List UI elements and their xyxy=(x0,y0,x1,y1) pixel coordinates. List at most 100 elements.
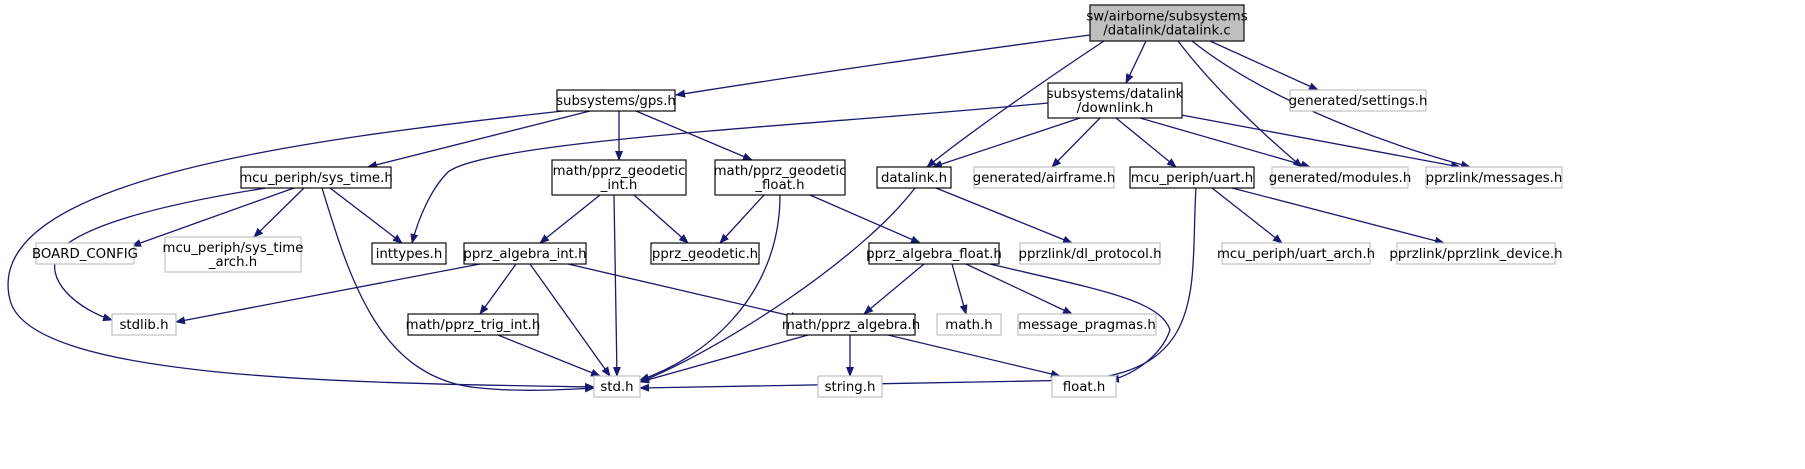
node-label: math.h xyxy=(945,318,992,333)
node-label: generated/settings.h xyxy=(1289,94,1428,109)
node-gps_h[interactable]: subsystems/gps.h xyxy=(556,89,676,112)
edge-geodetic_int_h-to-pprz_geodetic_h xyxy=(633,194,689,244)
node-box xyxy=(240,166,392,189)
node-label: pprz_algebra_int.h xyxy=(463,247,586,262)
node-datalink_h[interactable]: datalink.h xyxy=(876,166,952,189)
node-std_h: std.h xyxy=(593,375,641,398)
edge-uart_h-to-uart_arch_h xyxy=(1211,187,1283,244)
edge-downlink_h-to-uart_h xyxy=(1115,117,1177,168)
node-box xyxy=(1396,242,1556,265)
edge-pprz_algebra_h-to-std_h xyxy=(639,334,809,384)
node-pprzlink_device_h: pprzlink/pprzlink_device.h xyxy=(1389,242,1563,265)
node-label: math/pprz_geodetic xyxy=(714,164,847,179)
node-label: datalink.h xyxy=(881,171,947,186)
edge-algebra_int_h-to-pprz_algebra_h xyxy=(567,263,801,320)
node-box xyxy=(551,159,687,196)
node-geodetic_int_h[interactable]: math/pprz_geodetic_int.h xyxy=(551,159,687,196)
node-downlink_h[interactable]: subsystems/datalink/downlink.h xyxy=(1047,82,1184,119)
edge-downlink_h-to-messages_h xyxy=(1175,113,1461,170)
node-label: inttypes.h xyxy=(376,247,443,262)
node-box xyxy=(936,313,1002,336)
node-box xyxy=(1047,82,1183,119)
node-label: _arch.h xyxy=(208,255,257,270)
node-box xyxy=(1019,242,1161,265)
node-board_config: BOARD_CONFIG xyxy=(32,242,138,265)
node-box xyxy=(111,313,177,336)
node-algebra_float_h[interactable]: pprz_algebra_float.h xyxy=(866,242,1002,265)
node-settings_h: generated/settings.h xyxy=(1289,89,1428,112)
node-label: message_pragmas.h xyxy=(1018,318,1156,333)
node-box xyxy=(1221,242,1371,265)
node-box xyxy=(1129,166,1255,189)
edge-geodetic_float_h-to-algebra_float_h xyxy=(809,194,921,244)
node-box xyxy=(714,159,846,196)
node-airframe_h: generated/airframe.h xyxy=(973,166,1115,189)
node-label: BOARD_CONFIG xyxy=(32,247,138,262)
edge-pprz_algebra_h-to-float_h xyxy=(887,334,1061,378)
node-label: math/pprz_geodetic xyxy=(553,164,686,179)
node-label: math/pprz_algebra.h xyxy=(782,318,920,333)
node-label: pprz_algebra_float.h xyxy=(866,247,1002,262)
node-box xyxy=(1051,375,1117,398)
edge-datalink_c-to-downlink_h xyxy=(1125,40,1147,84)
node-float_h: float.h xyxy=(1051,375,1117,398)
node-box xyxy=(407,313,539,336)
node-box xyxy=(35,242,135,265)
edge-sys_time_h-to-sys_time_arch_h xyxy=(253,187,305,238)
node-layer: sw/airborne/subsystems/datalink/datalink… xyxy=(32,4,1563,398)
edge-gps_h-to-geodetic_float_h xyxy=(635,110,753,161)
edge-datalink_c-to-messages_h xyxy=(1191,40,1471,169)
node-algebra_int_h[interactable]: pprz_algebra_int.h xyxy=(463,242,587,265)
node-label: /datalink/datalink.c xyxy=(1103,24,1230,39)
edge-algebra_float_h-to-message_pragmas_h xyxy=(965,263,1073,315)
node-geodetic_float_h[interactable]: math/pprz_geodetic_float.h xyxy=(714,159,847,196)
edge-algebra_float_h-to-pprz_algebra_h xyxy=(863,263,925,315)
node-box xyxy=(463,242,587,265)
edge-algebra_int_h-to-trig_int_h xyxy=(479,263,517,315)
edge-geodetic_int_h-to-std_h xyxy=(612,194,621,377)
edge-datalink_c-to-settings_h xyxy=(1209,40,1319,91)
edge-datalink_h-to-std_h xyxy=(639,187,916,383)
edge-gps_h-to-std_h xyxy=(7,110,595,391)
edge-sys_time_h-to-std_h xyxy=(321,187,595,393)
node-box xyxy=(650,242,760,265)
node-inttypes_h[interactable]: inttypes.h xyxy=(371,242,447,265)
node-string_h: string.h xyxy=(817,375,883,398)
edge-sys_time_h-to-inttypes_h xyxy=(329,187,403,244)
edge-geodetic_float_h-to-std_h xyxy=(639,194,781,381)
node-dl_protocol_h: pprzlink/dl_protocol.h xyxy=(1019,242,1162,265)
node-label: pprzlink/pprzlink_device.h xyxy=(1389,247,1562,262)
edge-datalink_h-to-dl_protocol_h xyxy=(935,187,1073,244)
node-box xyxy=(593,375,641,398)
node-label: sw/airborne/subsystems xyxy=(1086,10,1247,25)
node-label: _int.h xyxy=(600,178,638,193)
edge-algebra_int_h-to-stdlib_h xyxy=(175,263,481,325)
edge-algebra_float_h-to-float_h xyxy=(989,263,1171,383)
node-label: pprzlink/dl_protocol.h xyxy=(1019,247,1162,262)
node-label: math/pprz_trig_int.h xyxy=(406,318,541,333)
edge-gps_h-to-sys_time_h xyxy=(367,110,591,169)
node-sys_time_h[interactable]: mcu_periph/sys_time.h xyxy=(239,166,393,189)
edge-datalink_c-to-gps_h xyxy=(675,34,1091,98)
node-box xyxy=(786,313,916,336)
node-box xyxy=(868,242,1000,265)
node-pprz_geodetic_h[interactable]: pprz_geodetic.h xyxy=(650,242,760,265)
node-box xyxy=(1289,89,1427,112)
edge-algebra_int_h-to-std_h xyxy=(529,263,611,377)
node-datalink_c[interactable]: sw/airborne/subsystems/datalink/datalink… xyxy=(1086,4,1248,42)
node-sys_time_arch_h: mcu_periph/sys_time_arch.h xyxy=(163,236,303,273)
node-pprz_algebra_h[interactable]: math/pprz_algebra.h xyxy=(782,313,920,336)
node-label: pprz_geodetic.h xyxy=(652,247,758,262)
edge-downlink_h-to-datalink_h xyxy=(932,117,1081,168)
node-label: stdlib.h xyxy=(119,318,168,333)
node-label: _float.h xyxy=(754,178,804,193)
node-box xyxy=(876,166,952,189)
node-label: /downlink.h xyxy=(1077,101,1154,116)
node-trig_int_h[interactable]: math/pprz_trig_int.h xyxy=(406,313,541,336)
edge-downlink_h-to-airframe_h xyxy=(1051,117,1101,168)
node-label: mcu_periph/uart_arch.h xyxy=(1217,247,1375,262)
edge-algebra_float_h-to-math_h xyxy=(951,263,968,315)
node-label: mcu_periph/uart.h xyxy=(1131,171,1253,186)
node-uart_h[interactable]: mcu_periph/uart.h xyxy=(1129,166,1255,189)
